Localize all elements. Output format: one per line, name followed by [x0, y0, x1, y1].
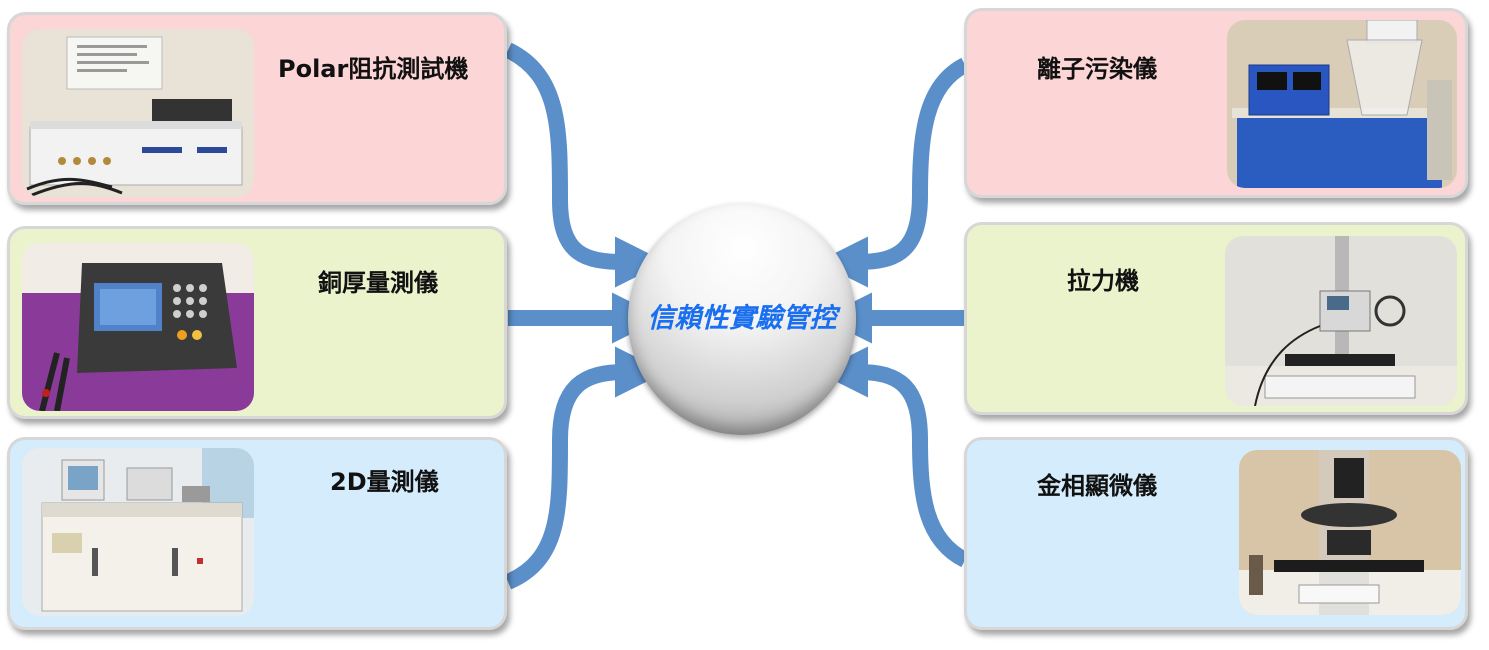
impedance-tester-photo	[22, 29, 254, 197]
card-label: 金相顯微儀	[1037, 472, 1157, 500]
card-2d-measuring-machine: 2D量測儀	[7, 437, 507, 630]
metallurgical-microscope-photo	[1239, 450, 1461, 615]
arrow-from-polar	[504, 42, 666, 288]
card-ion-contamination-tester: 離子污染儀	[964, 8, 1468, 198]
card-label: 拉力機	[1067, 267, 1139, 295]
ion-contamination-tester-photo	[1227, 20, 1457, 188]
card-label: 2D量測儀	[330, 468, 439, 496]
arrow-from-ion	[817, 57, 969, 288]
arrow-from-2d	[504, 346, 666, 590]
center-title: 信賴性實驗管控	[647, 303, 837, 334]
card-label: 離子污染儀	[1037, 55, 1157, 83]
card-copper-thickness-gauge: 銅厚量測儀	[7, 226, 507, 419]
tensile-tester-photo	[1225, 236, 1457, 406]
2d-measuring-machine-photo	[22, 448, 254, 616]
arrow-from-microscope	[817, 346, 969, 568]
copper-thickness-gauge-photo	[22, 243, 254, 411]
card-polar-impedance-tester: Polar阻抗測試機	[7, 12, 507, 205]
card-metallurgical-microscope: 金相顯微儀	[964, 437, 1468, 630]
center-hub: 信賴性實驗管控	[628, 203, 856, 435]
card-tensile-tester: 拉力機	[964, 222, 1468, 415]
card-label: 銅厚量測儀	[318, 269, 438, 297]
card-label: Polar阻抗測試機	[278, 55, 469, 83]
